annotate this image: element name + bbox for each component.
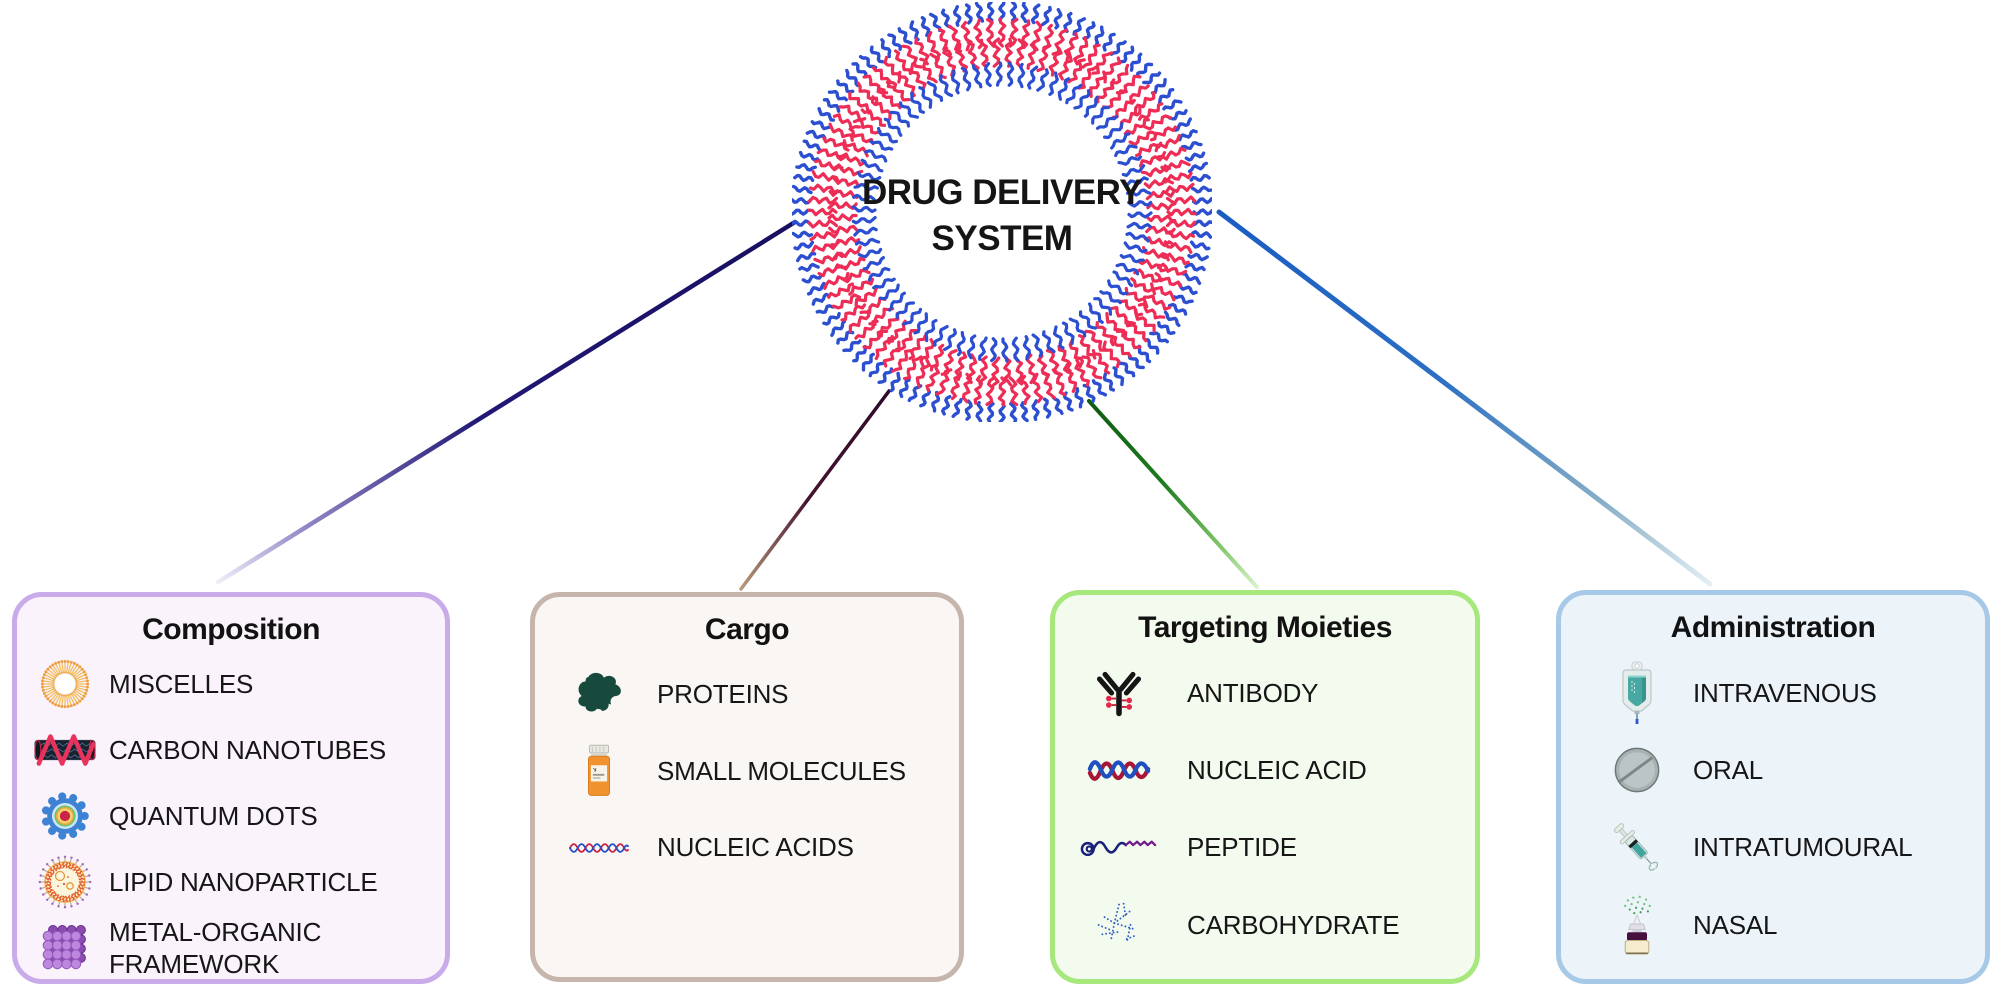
item-intratumoural: INTRATUMOURAL [1561,815,1985,881]
item-label: CARBON NANOTUBES [109,734,387,765]
connector-cargo [739,389,891,591]
item-metal-organic-framework: METAL-ORGANIC FRAMEWORK [17,915,445,981]
connector-targeting-moieties [1087,399,1259,589]
item-antibody: ANTIBODY [1055,660,1475,726]
item-label: NUCLEIC ACID [1187,755,1367,786]
item-label: INTRATUMOURAL [1693,832,1913,863]
item-label: QUANTUM DOTS [109,800,318,831]
carbohydrate-icon [1097,902,1135,943]
peptide-icon [1080,840,1157,856]
administration-items: INTRAVENOUS ORAL [1561,645,1985,979]
item-quantum-dots: QUANTUM DOTS [17,783,445,849]
item-carbon-nanotubes: CARBON NANOTUBES [17,717,445,783]
item-nucleic-acids: NUCLEIC ACIDS [535,815,959,881]
antibody-icon [1096,672,1142,717]
item-label: METAL-ORGANIC FRAMEWORK [109,916,322,980]
item-label: ORAL [1693,755,1764,786]
item-label: NASAL [1693,909,1778,940]
item-carbohydrate: CARBOHYDRATE [1055,892,1475,958]
liposome-ring-graphic [790,0,1214,424]
item-label: NUCLEIC ACIDS [657,832,854,863]
lipid-nanoparticle-icon [38,855,92,909]
administration-title: Administration [1670,611,1876,644]
item-nasal: NASAL [1561,892,1985,958]
figure-title: DRUG DELIVERY SYSTEM [792,170,1212,261]
item-oral: ORAL [1561,737,1985,803]
liposome-illustration: DRUG DELIVERY SYSTEM [790,0,1214,424]
dna-helix-icon [1087,760,1151,782]
item-small-molecules: SMALL MOLECULES [535,738,959,804]
item-label: PROTEINS [657,679,789,710]
item-label: PEPTIDE [1187,832,1297,863]
quantum-dots-icon [41,792,89,840]
targeting-moieties-items: ANTIBODY NUCLEIC ACID [1055,645,1475,979]
item-miscelles: MISCELLES [17,651,445,717]
figure-title-line2: SYSTEM [931,218,1073,258]
item-peptide: PEPTIDE [1055,815,1475,881]
connector-administration [1216,209,1713,587]
item-label: MISCELLES [109,668,254,699]
administration-panel: Administration [1556,590,1990,984]
micelle-icon [40,659,90,709]
pill-bottle-icon [588,744,610,796]
composition-items: MISCELLES CARBON NANOTUBES [17,647,445,991]
syringe-icon [1614,822,1659,871]
item-label: INTRAVENOUS [1693,677,1877,708]
item-nucleic-acid: NUCLEIC ACID [1055,737,1475,803]
nasal-spray-icon [1624,895,1651,955]
composition-title: Composition [142,613,320,646]
carbon-nanotube-icon [34,734,96,766]
cargo-title: Cargo [704,613,790,646]
connector-composition [215,219,798,585]
item-label: LIPID NANOPARTICLE [109,866,378,897]
composition-panel: Composition MISCELLES [12,592,450,984]
tablet-icon [1614,748,1660,793]
item-proteins: PROTEINS [535,662,959,728]
iv-bag-icon [1622,661,1652,725]
item-label: ANTIBODY [1187,677,1319,708]
cargo-panel: Cargo PROTEINS [530,592,964,982]
item-label: SMALL MOLECULES [657,755,906,786]
cargo-items: PROTEINS [535,647,959,977]
targeting-moieties-panel: Targeting Moieties [1050,590,1480,984]
protein-icon [578,672,623,716]
item-label: CARBOHYDRATE [1187,909,1400,940]
item-intravenous: INTRAVENOUS [1561,660,1985,726]
targeting-moieties-title: Targeting Moieties [1138,611,1392,644]
metal-organic-framework-icon [42,925,86,970]
figure-title-line1: DRUG DELIVERY [861,173,1143,212]
item-lipid-nanoparticle: LIPID NANOPARTICLE [17,849,445,915]
dna-wave-icon [569,842,629,853]
